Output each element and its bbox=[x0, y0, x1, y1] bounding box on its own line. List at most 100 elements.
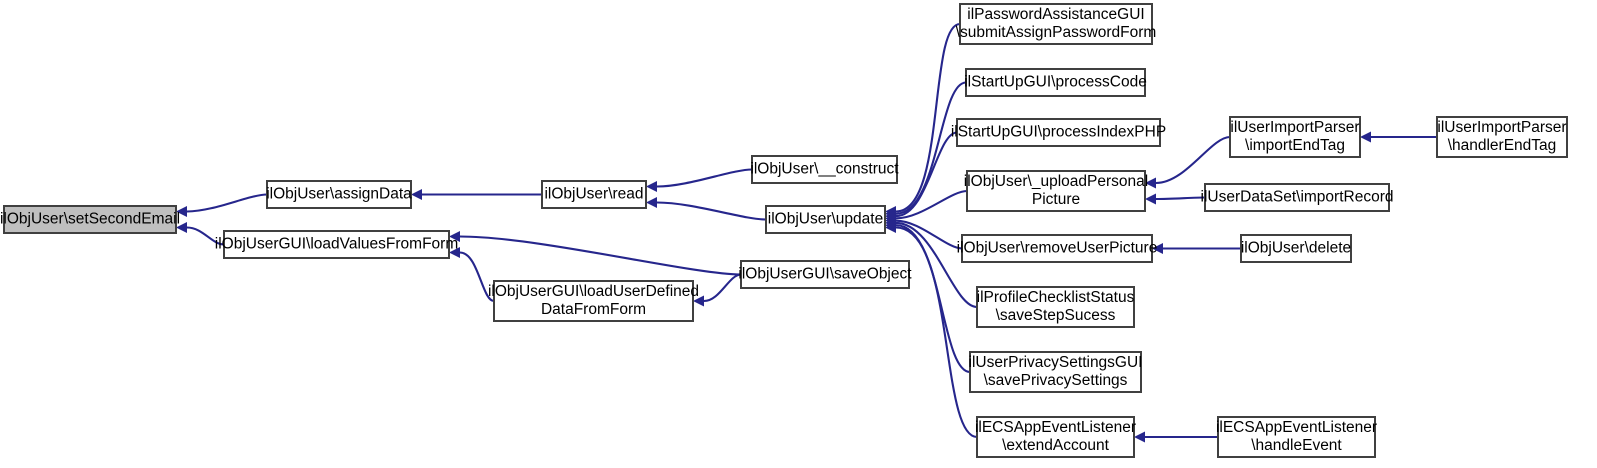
edge-loadUserDefinedDataFromForm-to-loadValuesFromForm bbox=[449, 247, 495, 303]
graph-node-setSecondEmail[interactable]: ilObjUser\setSecondEmail bbox=[0, 205, 180, 234]
edge-arrowhead bbox=[176, 206, 187, 217]
edge-line bbox=[703, 273, 742, 303]
edge-importEndTag-to-uploadPersonalPicture bbox=[1145, 135, 1231, 189]
node-box[interactable] bbox=[223, 230, 450, 259]
node-label: ilProfileChecklistStatus bbox=[977, 289, 1135, 306]
graph-node-extendAccount[interactable]: ilECSAppEventListener\extendAccount bbox=[975, 416, 1136, 458]
edge-removeUserPicture-to-update bbox=[885, 215, 963, 250]
graph-node-delete[interactable]: ilObjUser\delete bbox=[1240, 234, 1352, 263]
edge-construct-to-read bbox=[646, 168, 753, 192]
nodes-layer: ilObjUser\setSecondEmail ilObjUser\assign… bbox=[0, 3, 1568, 458]
edge-arrowhead bbox=[1134, 431, 1145, 443]
edge-arrowhead bbox=[646, 197, 657, 208]
node-label: ilObjUser\assignData bbox=[266, 186, 412, 203]
edge-line bbox=[895, 221, 978, 309]
node-label: \handlerEndTag bbox=[1448, 137, 1557, 154]
node-label: \extendAccount bbox=[1002, 437, 1110, 454]
node-box[interactable] bbox=[1204, 183, 1390, 212]
node-label: \savePrivacySettings bbox=[984, 372, 1128, 389]
node-label: ilECSAppEventListener bbox=[975, 419, 1136, 436]
edge-line bbox=[895, 131, 958, 218]
graph-node-loadValuesFromForm[interactable]: ilObjUserGUI\loadValuesFromForm bbox=[215, 230, 458, 259]
graph-node-handlerEndTag[interactable]: ilUserImportParser\handlerEndTag bbox=[1436, 116, 1568, 158]
node-box[interactable] bbox=[976, 286, 1135, 328]
graph-node-importEndTag[interactable]: ilUserImportParser\importEndTag bbox=[1229, 116, 1361, 158]
node-box[interactable] bbox=[961, 234, 1153, 263]
graph-node-saveObject[interactable]: ilObjUserGUI\saveObject bbox=[738, 260, 912, 289]
graph-node-processIndexPHP[interactable]: ilStartUpGUI\processIndexPHP bbox=[951, 118, 1166, 147]
graph-node-construct[interactable]: ilObjUser\__construct bbox=[750, 155, 899, 184]
node-box[interactable] bbox=[266, 180, 412, 209]
graph-node-removeUserPicture[interactable]: ilObjUser\removeUserPicture bbox=[957, 234, 1158, 263]
edge-arrowhead bbox=[1145, 177, 1156, 189]
node-label: \submitAssignPasswordForm bbox=[956, 24, 1157, 41]
node-box[interactable] bbox=[959, 3, 1153, 45]
edge-line bbox=[895, 22, 961, 213]
graph-node-read[interactable]: ilObjUser\read bbox=[541, 180, 647, 209]
graph-node-importRecord[interactable]: ilUserDataSet\importRecord bbox=[1201, 183, 1394, 212]
edge-handlerEndTag-to-importEndTag bbox=[1360, 131, 1438, 143]
node-label: ilObjUser\__construct bbox=[750, 161, 899, 178]
edge-arrowhead bbox=[693, 295, 704, 307]
graph-node-handleEvent[interactable]: ilECSAppEventListener\handleEvent bbox=[1216, 416, 1377, 458]
graph-node-savePrivacySettings[interactable]: ilUserPrivacySettingsGUI\savePrivacySett… bbox=[969, 351, 1143, 393]
edge-line bbox=[459, 235, 742, 276]
edge-assignData-to-setSecondEmail bbox=[176, 193, 268, 217]
node-label: ilUserDataSet\importRecord bbox=[1201, 189, 1394, 206]
edge-arrowhead bbox=[176, 222, 187, 233]
graph-node-submitAssignPasswordForm[interactable]: ilPasswordAssistanceGUI\submitAssignPass… bbox=[956, 3, 1157, 45]
node-box[interactable] bbox=[541, 180, 647, 209]
node-box[interactable] bbox=[1436, 116, 1568, 158]
node-box[interactable] bbox=[751, 155, 898, 184]
node-box[interactable] bbox=[493, 280, 694, 322]
edge-arrowhead bbox=[1145, 193, 1156, 205]
node-box[interactable] bbox=[765, 205, 886, 234]
edge-line bbox=[895, 219, 963, 250]
node-label: ilPasswordAssistanceGUI bbox=[967, 6, 1144, 23]
node-label: ilObjUser\_uploadPersonal bbox=[964, 173, 1148, 190]
node-box[interactable] bbox=[966, 170, 1146, 212]
node-label: ilObjUser\delete bbox=[1241, 240, 1351, 257]
node-box[interactable] bbox=[965, 68, 1146, 97]
edge-processCode-to-update bbox=[885, 81, 967, 220]
node-label: ilUserImportParser bbox=[1230, 119, 1359, 136]
node-box[interactable] bbox=[740, 260, 910, 289]
edge-arrowhead bbox=[1360, 131, 1371, 143]
edges-layer bbox=[176, 22, 1438, 443]
edge-line bbox=[459, 251, 495, 303]
node-label: \handleEvent bbox=[1251, 437, 1342, 454]
node-box-current[interactable] bbox=[3, 205, 177, 234]
edge-saveObject-to-loadUserDefinedDataFromForm bbox=[693, 273, 742, 307]
edge-extendAccount-to-update bbox=[885, 222, 978, 439]
node-label: ilStartUpGUI\processIndexPHP bbox=[951, 124, 1166, 141]
node-label: ilObjUser\setSecondEmail bbox=[0, 211, 180, 228]
edge-arrowhead bbox=[449, 247, 460, 258]
graph-node-assignData[interactable]: ilObjUser\assignData bbox=[266, 180, 412, 209]
node-box[interactable] bbox=[1240, 234, 1352, 263]
node-box[interactable] bbox=[1229, 116, 1361, 158]
edge-loadValuesFromForm-to-setSecondEmail bbox=[176, 222, 225, 246]
node-label: ilObjUserGUI\loadUserDefined bbox=[488, 283, 699, 300]
edge-delete-to-removeUserPicture bbox=[1152, 243, 1241, 254]
graph-node-update[interactable]: ilObjUser\update bbox=[765, 205, 886, 234]
node-box[interactable] bbox=[969, 351, 1142, 393]
node-label: ilUserImportParser bbox=[1437, 119, 1566, 136]
edge-handleEvent-to-extendAccount bbox=[1134, 431, 1218, 443]
node-label: DataFromForm bbox=[541, 301, 646, 318]
edge-arrowhead bbox=[646, 181, 657, 192]
edge-line bbox=[895, 226, 978, 439]
edge-arrowhead bbox=[885, 222, 896, 233]
node-box[interactable] bbox=[976, 416, 1135, 458]
node-label: ilUserPrivacySettingsGUI bbox=[969, 354, 1143, 371]
graph-node-saveStepSucess[interactable]: ilProfileChecklistStatus\saveStepSucess bbox=[976, 286, 1135, 328]
node-box[interactable] bbox=[956, 118, 1161, 147]
node-box[interactable] bbox=[1217, 416, 1376, 458]
edge-uploadPersonalPicture-to-update bbox=[885, 189, 968, 224]
node-label: ilObjUser\update bbox=[768, 211, 883, 228]
edge-line bbox=[1155, 196, 1206, 201]
edge-line bbox=[656, 168, 753, 188]
graph-node-processCode[interactable]: ilStartUpGUI\processCode bbox=[964, 68, 1147, 97]
